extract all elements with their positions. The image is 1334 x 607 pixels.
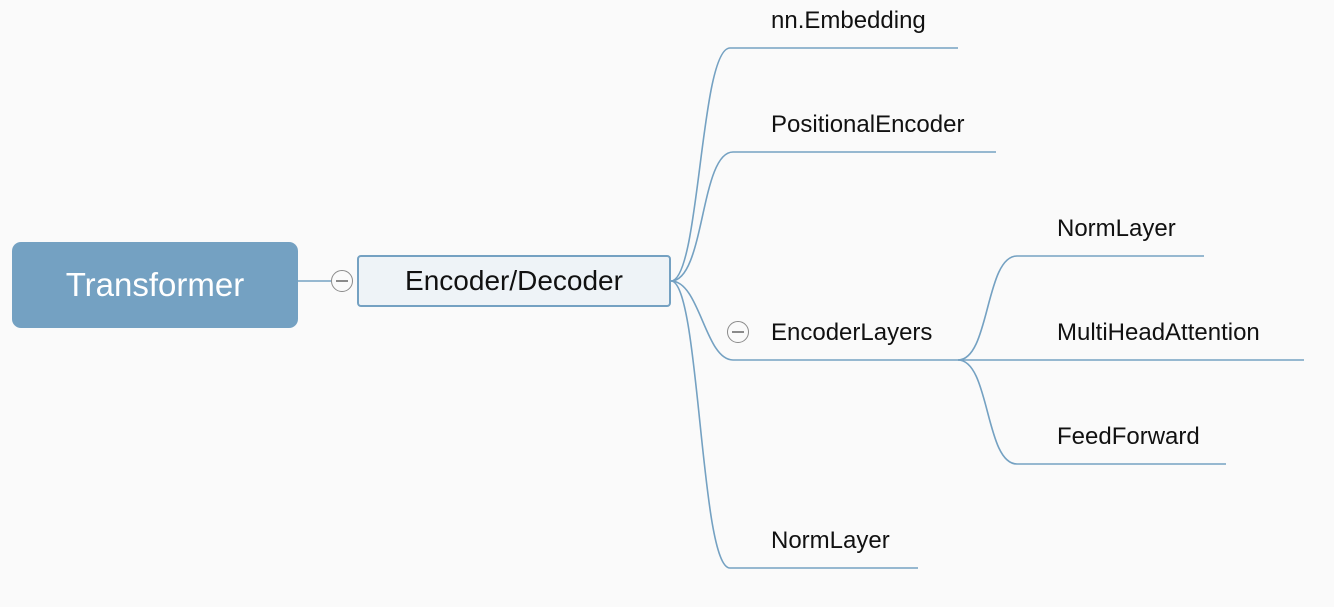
node-nn-embedding[interactable]: nn.Embedding <box>771 7 926 34</box>
root-node-label: Transformer <box>65 266 245 303</box>
collapse-minus-icon[interactable] <box>727 321 749 343</box>
connector-encoder-layers <box>670 280 958 361</box>
connector-final-norm <box>670 280 918 569</box>
connector-enc-feedforward <box>957 359 1226 465</box>
node-norm-layer[interactable]: NormLayer <box>1057 215 1176 242</box>
collapse-minus-icon[interactable] <box>331 270 353 292</box>
node-encoder-decoder[interactable]: Encoder/Decoder <box>357 255 671 307</box>
node-encoder-decoder-label: Encoder/Decoder <box>405 265 623 296</box>
connector-enc-norm <box>957 255 1204 361</box>
node-positional-encoder[interactable]: PositionalEncoder <box>771 111 965 138</box>
connector-embedding <box>670 47 958 282</box>
root-node-transformer[interactable]: Transformer <box>12 242 298 328</box>
node-feed-forward[interactable]: FeedForward <box>1057 423 1200 450</box>
node-final-norm-layer[interactable]: NormLayer <box>771 527 890 554</box>
node-multi-head-attention[interactable]: MultiHeadAttention <box>1057 319 1260 346</box>
connector-positional <box>670 151 996 282</box>
node-encoder-layers[interactable]: EncoderLayers <box>771 319 933 346</box>
